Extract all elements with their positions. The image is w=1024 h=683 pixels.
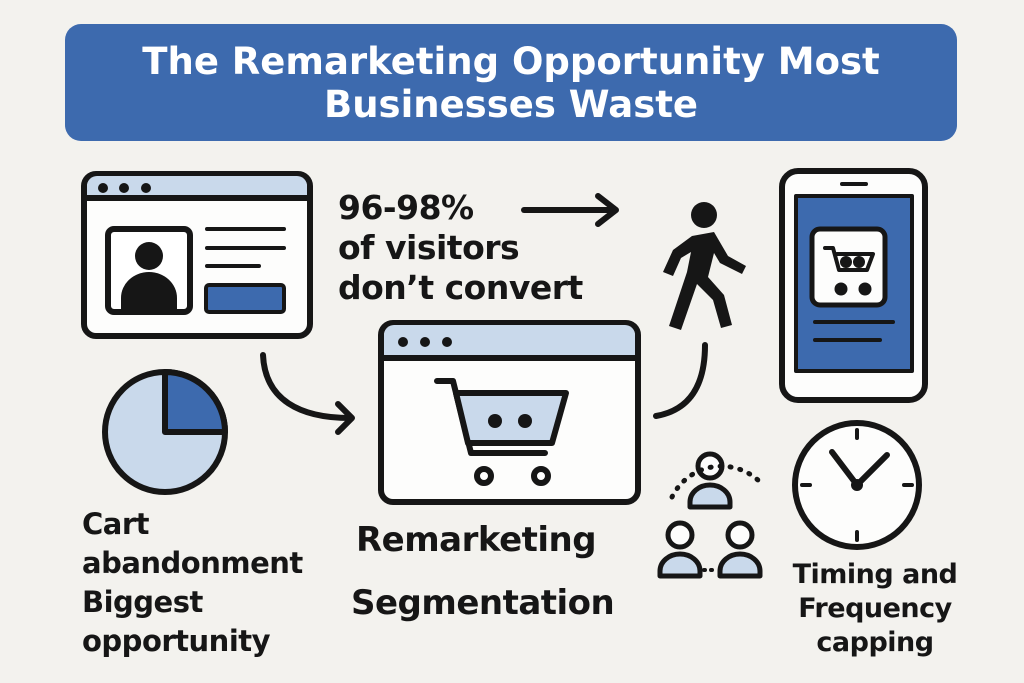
conversion-stat: 96-98% of visitors don’t convert [338, 188, 583, 308]
timing-frequency-label: Timing and Frequency capping [775, 558, 975, 660]
remarketing-label: Remarketing [356, 520, 597, 560]
cart-abandonment-label: Cart abandonment Biggest opportunity [82, 505, 303, 661]
cart-label-line-4: opportunity [82, 624, 271, 658]
browser-cart-icon [378, 320, 641, 505]
stat-percent: 96-98% [338, 188, 474, 227]
timing-label-line-2: Frequency [798, 593, 952, 624]
stat-line-3: don’t convert [338, 268, 583, 307]
timing-label-line-3: capping [816, 627, 934, 658]
segmentation-label: Segmentation [351, 583, 615, 623]
timing-label-line-1: Timing and [792, 559, 958, 590]
title-line-2: Businesses Waste [324, 82, 698, 126]
title-banner: The Remarketing Opportunity Most Busines… [65, 24, 957, 141]
phone-icon [779, 168, 928, 403]
pie-chart-icon [102, 369, 228, 495]
walking-person-icon [663, 202, 746, 330]
cart-label-line-3: Biggest [82, 585, 203, 619]
clock-icon [792, 420, 922, 550]
audience-segment-icon [657, 451, 763, 579]
title-line-1: The Remarketing Opportunity Most [142, 39, 880, 83]
stat-line-2: of visitors [338, 228, 520, 267]
curved-connector-icon [653, 342, 708, 419]
browser-profile-icon [81, 171, 313, 339]
arrow-right-icon [521, 193, 619, 227]
cart-label-line-1: Cart [82, 507, 150, 541]
cart-label-line-2: abandonment [82, 546, 303, 580]
curved-arrow-icon [260, 352, 355, 435]
